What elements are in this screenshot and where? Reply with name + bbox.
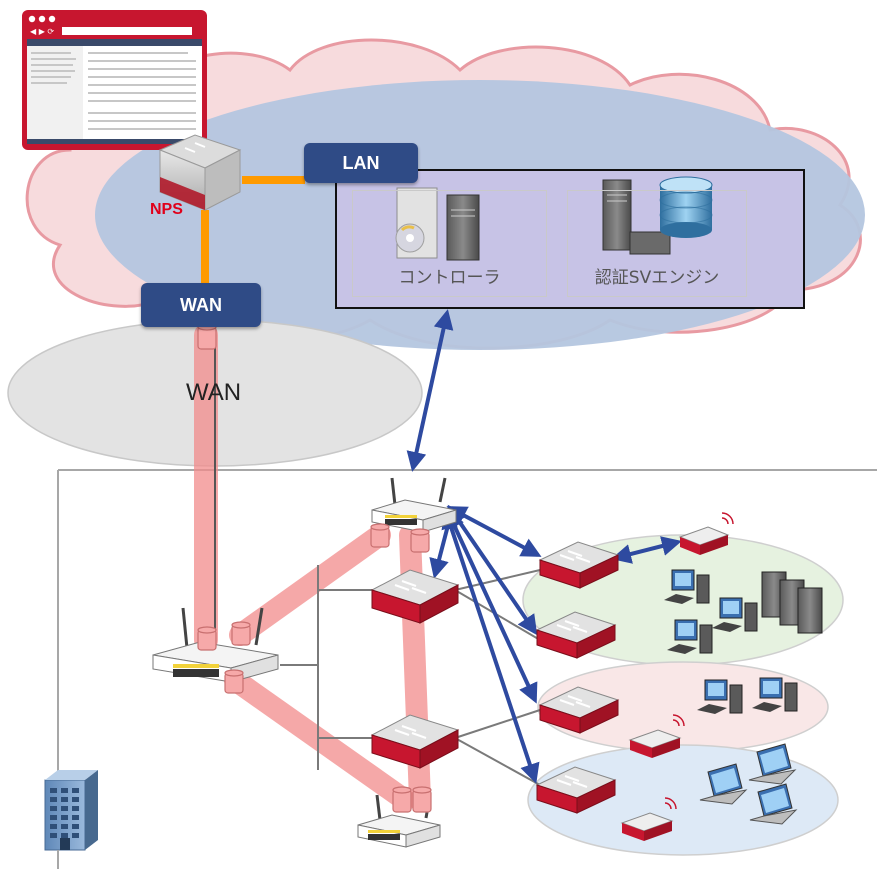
lan-label: LAN	[304, 143, 418, 183]
switch-icon	[370, 714, 460, 769]
switch-icon	[538, 686, 620, 734]
auth-engine-card: 認証SVエンジン	[567, 190, 747, 297]
desktop-pc-icon	[664, 569, 710, 604]
desktop-pc-icon	[712, 597, 758, 632]
controller-label: コントローラ	[398, 268, 501, 288]
nps-label: NPS	[150, 201, 183, 218]
wireless-router-icon	[357, 794, 441, 848]
wan-box-label: WAN	[141, 283, 261, 327]
browser-window-icon: ◀ ▶ ⟳	[22, 10, 207, 150]
controller-card: コントローラ	[352, 190, 547, 297]
desktop-pc-icon	[667, 619, 713, 654]
desktop-pc-icon	[752, 677, 798, 712]
desktop-pcs	[664, 569, 798, 714]
zone-blue	[527, 744, 839, 856]
laptops	[699, 743, 798, 825]
server-database-icon	[602, 176, 713, 255]
cd-server-icon	[395, 187, 480, 261]
tunnel-endpoints	[197, 323, 432, 813]
laptop-icon	[748, 743, 797, 785]
access-point-icon	[628, 714, 685, 758]
svg-text:◀ ▶ ⟳: ◀ ▶ ⟳	[30, 27, 54, 36]
switch-icon	[535, 611, 617, 659]
auth-engine-label: 認証SVエンジン	[594, 268, 720, 288]
access-point-icon	[678, 512, 734, 555]
desktop-pc-icon	[697, 679, 743, 714]
laptop-icon	[749, 783, 798, 825]
office-building-icon	[44, 770, 98, 869]
switch-icon	[535, 766, 617, 814]
nps-router-icon	[158, 134, 242, 211]
laptop-icon	[699, 763, 748, 805]
switch-icon	[538, 541, 620, 589]
wan-cloud-label: WAN	[186, 379, 242, 406]
edge-switches	[535, 541, 620, 814]
wireless-router-icon	[371, 477, 457, 533]
access-point-icon	[620, 797, 677, 841]
rack-server-icon	[761, 571, 823, 634]
switch-icon	[370, 569, 460, 624]
control-arrows	[406, 309, 682, 784]
